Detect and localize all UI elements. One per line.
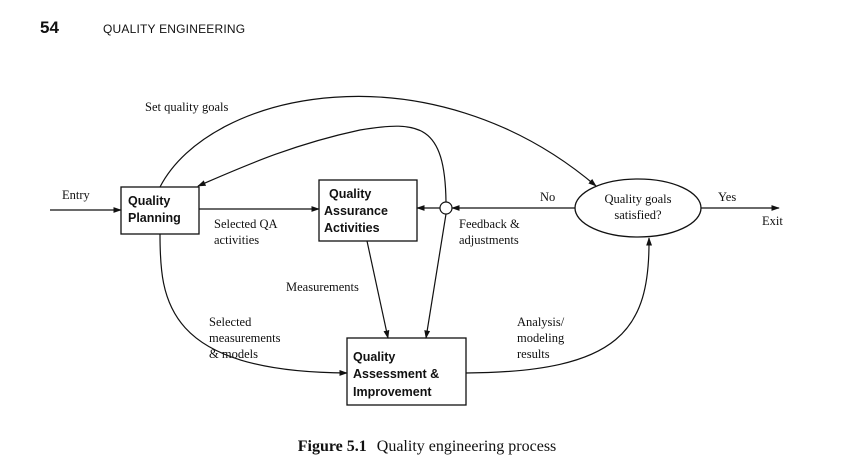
- set-quality-goals-label: Set quality goals: [145, 100, 228, 114]
- quality-assessment-improvement-box: [346, 337, 467, 406]
- analysis-label-line2: modeling: [517, 331, 565, 345]
- selected-measurements-label-line3: & models: [209, 347, 258, 361]
- junction-to-assessment-arrow: [424, 213, 447, 339]
- quality-planning-label-line1: Quality: [128, 194, 170, 208]
- assessment-label-line3: Improvement: [353, 385, 432, 399]
- entry-label: Entry: [62, 188, 91, 202]
- analysis-label-line3: results: [517, 347, 550, 361]
- quality-planning-label-line2: Planning: [128, 211, 181, 225]
- quality-planning-box: [120, 186, 200, 235]
- analysis-label-line1: Analysis/: [517, 315, 565, 329]
- assessment-label-line1: Quality: [353, 350, 395, 364]
- exit-label: Exit: [762, 214, 783, 228]
- feedback-to-planning-arrow: [197, 125, 447, 203]
- figure-title: Quality engineering process: [376, 438, 557, 455]
- set-quality-goals-arrow: [159, 95, 597, 188]
- assessment-label-line2: Assessment &: [353, 367, 439, 381]
- selected-measurements-label-line2: measurements: [209, 331, 281, 345]
- page-number: 54: [40, 18, 59, 37]
- selected-measurements-arrow: [159, 233, 348, 376]
- measurements-arrow: [366, 240, 390, 339]
- feedback-junction: [439, 201, 453, 215]
- selected-measurements-label-line1: Selected: [209, 315, 252, 329]
- qa-activities-label-line2: Assurance: [324, 204, 388, 218]
- selected-qa-label-line1: Selected QA: [214, 217, 278, 231]
- measurements-label: Measurements: [286, 280, 359, 294]
- qa-activities-label-line3: Activities: [324, 221, 380, 235]
- yes-label: Yes: [718, 190, 736, 204]
- running-title: QUALITY ENGINEERING: [103, 22, 246, 36]
- feedback-label-line1: Feedback &: [459, 217, 520, 231]
- no-label: No: [540, 190, 555, 204]
- selected-qa-label-line2: activities: [214, 233, 259, 247]
- figure-label: Figure 5.1: [297, 438, 367, 455]
- qa-activities-label-line1: Quality: [329, 187, 371, 201]
- feedback-label-line2: adjustments: [459, 233, 519, 247]
- decision-label-line2: satisfied?: [614, 208, 662, 222]
- analysis-results-arrow: [465, 237, 653, 374]
- figure-caption: Figure 5.1 Quality engineering process: [0, 438, 854, 456]
- decision-label-line1: Quality goals: [604, 192, 671, 206]
